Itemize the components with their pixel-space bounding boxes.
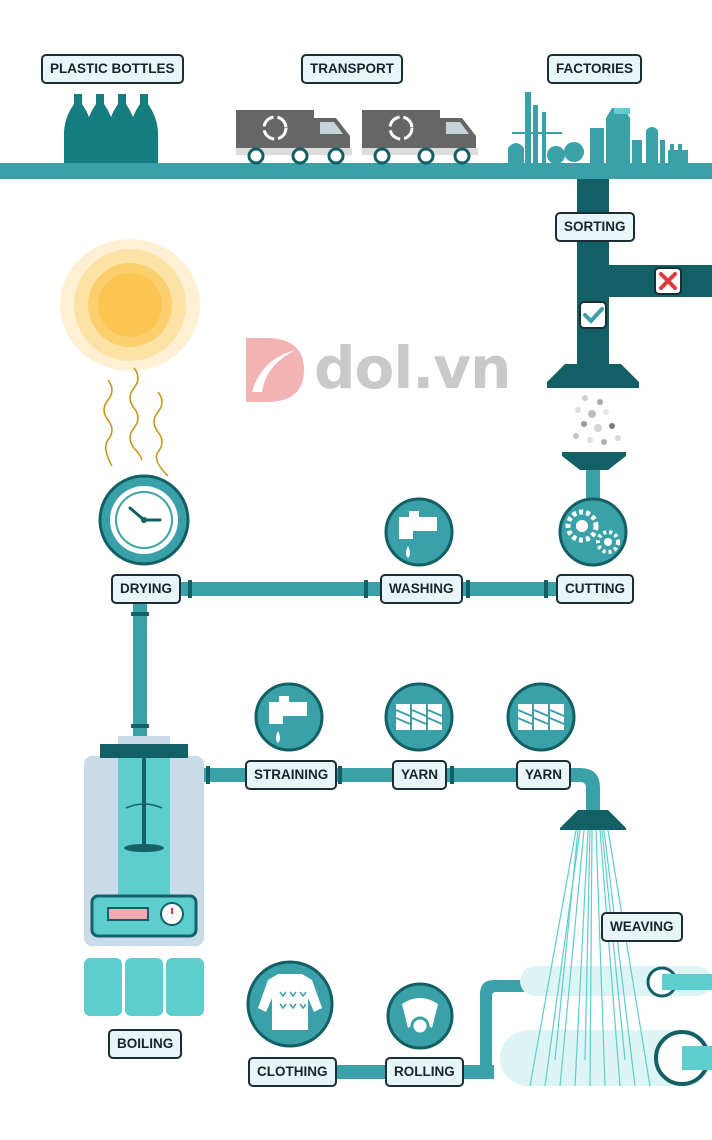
label-plastic-bottles: PLASTIC BOTTLES: [41, 54, 184, 84]
ground-line: [0, 163, 712, 179]
recycling-truck-icon: [362, 110, 478, 165]
clock-icon: [98, 474, 190, 566]
yarn-spool-icon: [506, 682, 576, 752]
gears-icon: [558, 497, 628, 567]
label-straining: STRAINING: [245, 760, 338, 790]
label-boiling: BOILING: [108, 1029, 183, 1059]
label-drying: DRYING: [111, 574, 182, 604]
fabric-roll-icon: [386, 982, 454, 1050]
sorting-pipe: [577, 179, 609, 365]
bottle-icon: [64, 94, 158, 163]
label-weaving: WEAVING: [601, 912, 683, 942]
plastic-flakes: [573, 395, 621, 445]
nozzle: [560, 810, 626, 830]
label-cutting: CUTTING: [556, 574, 634, 604]
x-mark-icon: [654, 267, 682, 295]
label-clothing: CLOTHING: [248, 1057, 337, 1087]
hopper: [547, 364, 639, 388]
factory-skyline-icon: [508, 92, 688, 164]
watermark-text: dol.vn: [314, 334, 511, 402]
sun-icon: [60, 239, 200, 371]
water-tap-icon: [254, 682, 324, 752]
funnel: [562, 452, 626, 470]
label-rolling: ROLLING: [385, 1057, 464, 1087]
loom-icon: [480, 829, 712, 1087]
label-factories: FACTORIES: [547, 54, 643, 84]
label-yarn-1: YARN: [392, 760, 448, 790]
label-yarn-2: YARN: [516, 760, 572, 790]
water-tap-icon: [384, 497, 454, 567]
label-washing: WASHING: [380, 574, 463, 604]
yarn-spool-icon: [384, 682, 454, 752]
elbow-pipe: [580, 768, 600, 810]
sweater-icon: [246, 960, 334, 1048]
recycling-truck-icon: [236, 110, 352, 165]
pipe-to-boiler: [133, 596, 147, 736]
label-sorting: SORTING: [555, 212, 635, 242]
heat-rays: [103, 367, 169, 477]
dol-logo-mark: [246, 338, 304, 402]
checkmark-icon: [579, 301, 607, 329]
boiler-tank-icon: [84, 736, 204, 1016]
label-transport: TRANSPORT: [301, 54, 403, 84]
